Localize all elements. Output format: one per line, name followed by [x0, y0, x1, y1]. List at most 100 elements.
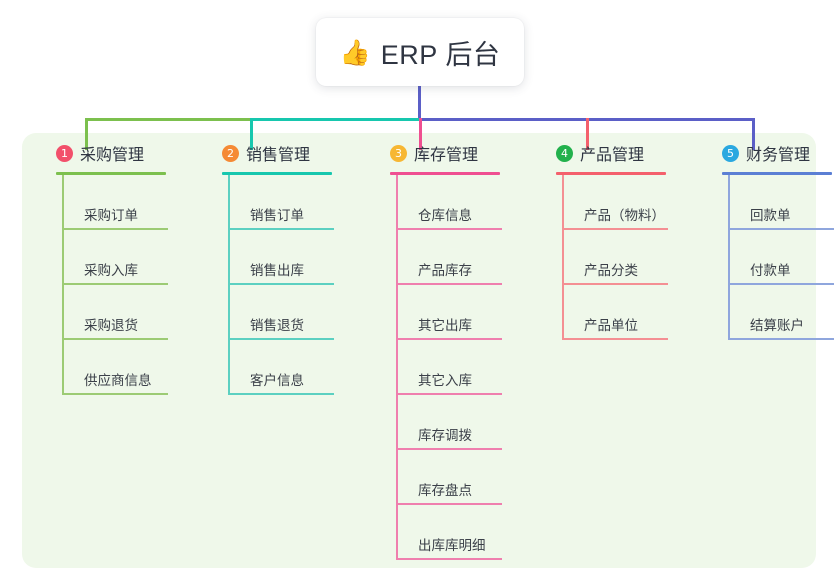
leaf-underline [396, 228, 502, 230]
branch-title: 采购管理 [80, 147, 145, 164]
leaf-underline [228, 228, 334, 230]
branch-number-badge: 1 [56, 144, 73, 162]
root-title: ERP 后台 [380, 39, 501, 70]
branch-underline [56, 172, 166, 175]
leaf-item[interactable]: 回款单 [728, 175, 839, 230]
leaf-underline [562, 338, 668, 340]
leaf-spine [562, 175, 564, 340]
leaf-item[interactable]: 采购入库 [62, 230, 198, 285]
leaf-label: 销售退货 [250, 318, 304, 333]
leaf-label: 产品（物料） [584, 208, 665, 223]
branch-number-badge: 2 [222, 144, 239, 162]
thumbs-up-icon: 👍 [339, 37, 371, 67]
leaf-label: 产品单位 [584, 318, 638, 333]
leaf-underline [728, 338, 834, 340]
leaf-item[interactable]: 销售订单 [228, 175, 364, 230]
leaf-item[interactable]: 其它出库 [396, 285, 532, 340]
leaf-underline [396, 558, 502, 560]
root-node[interactable]: 👍 ERP 后台 [316, 18, 524, 86]
leaf-label: 出库库明细 [418, 538, 486, 553]
branch-underline [556, 172, 666, 175]
leaf-underline [62, 228, 168, 230]
leaf-label: 采购退货 [84, 318, 138, 333]
leaf-item[interactable]: 仓库信息 [396, 175, 532, 230]
branch-underline [222, 172, 332, 175]
leaf-item[interactable]: 结算账户 [728, 285, 839, 340]
branch-column-5: 5 财务管理回款单付款单结算账户 [704, 140, 839, 340]
leaf-underline [62, 338, 168, 340]
leaf-underline [562, 283, 668, 285]
connector-bar-segment [250, 118, 422, 121]
leaf-label: 采购订单 [84, 208, 138, 223]
leaf-label: 付款单 [750, 263, 791, 278]
leaf-item[interactable]: 产品（物料） [562, 175, 698, 230]
branch-underline [722, 172, 832, 175]
leaf-item[interactable]: 客户信息 [228, 340, 364, 395]
leaf-list: 仓库信息产品库存其它出库其它入库库存调拨库存盘点出库库明细 [396, 175, 532, 560]
branch-column-3: 3 库存管理仓库信息产品库存其它出库其它入库库存调拨库存盘点出库库明细 [372, 140, 532, 560]
branch-title: 库存管理 [414, 147, 479, 164]
leaf-list: 销售订单销售出库销售退货客户信息 [228, 175, 364, 395]
leaf-item[interactable]: 其它入库 [396, 340, 532, 395]
leaf-underline [396, 448, 502, 450]
leaf-spine [62, 175, 64, 395]
leaf-label: 产品分类 [584, 263, 638, 278]
connector-bar-segment [85, 118, 253, 121]
leaf-item[interactable]: 库存调拨 [396, 395, 532, 450]
leaf-underline [396, 503, 502, 505]
leaf-label: 产品库存 [418, 263, 472, 278]
leaf-item[interactable]: 付款单 [728, 230, 839, 285]
branch-header[interactable]: 4 产品管理 [538, 140, 698, 166]
leaf-item[interactable]: 采购退货 [62, 285, 198, 340]
branch-header[interactable]: 5 财务管理 [704, 140, 839, 166]
leaf-label: 销售订单 [250, 208, 304, 223]
connector-drop [419, 118, 422, 150]
branch-title: 财务管理 [746, 147, 811, 164]
branch-header[interactable]: 1 采购管理 [38, 140, 198, 166]
leaf-item[interactable]: 采购订单 [62, 175, 198, 230]
connector-trunk [418, 86, 421, 121]
leaf-item[interactable]: 产品单位 [562, 285, 698, 340]
leaf-item[interactable]: 库存盘点 [396, 450, 532, 505]
leaf-item[interactable]: 产品分类 [562, 230, 698, 285]
branch-column-1: 1 采购管理采购订单采购入库采购退货供应商信息 [38, 140, 198, 395]
leaf-label: 其它入库 [418, 373, 472, 388]
branch-number-badge: 5 [722, 144, 739, 162]
connector-drop [752, 118, 755, 150]
branch-number-badge: 3 [390, 144, 407, 162]
leaf-item[interactable]: 供应商信息 [62, 340, 198, 395]
leaf-underline [228, 283, 334, 285]
leaf-label: 采购入库 [84, 263, 138, 278]
leaf-label: 其它出库 [418, 318, 472, 333]
leaf-item[interactable]: 产品库存 [396, 230, 532, 285]
leaf-list: 采购订单采购入库采购退货供应商信息 [62, 175, 198, 395]
leaf-underline [728, 228, 834, 230]
leaf-underline [62, 283, 168, 285]
leaf-underline [728, 283, 834, 285]
connector-drop [250, 118, 253, 150]
leaf-underline [396, 338, 502, 340]
branch-header[interactable]: 3 库存管理 [372, 140, 532, 166]
leaf-list: 产品（物料） 产品分类产品单位 [562, 175, 698, 340]
leaf-label: 回款单 [750, 208, 791, 223]
diagram-panel [22, 133, 816, 568]
branch-title: 产品管理 [580, 147, 645, 164]
connector-drop [85, 118, 88, 150]
leaf-label: 结算账户 [750, 318, 804, 333]
leaf-item[interactable]: 销售出库 [228, 230, 364, 285]
leaf-label: 客户信息 [250, 373, 304, 388]
leaf-underline [228, 393, 334, 395]
connector-drop [586, 118, 589, 150]
branch-number-badge: 4 [556, 144, 573, 162]
leaf-label: 销售出库 [250, 263, 304, 278]
leaf-label: 供应商信息 [84, 373, 152, 388]
leaf-label: 仓库信息 [418, 208, 472, 223]
leaf-underline [228, 338, 334, 340]
leaf-item[interactable]: 出库库明细 [396, 505, 532, 560]
branch-underline [390, 172, 500, 175]
leaf-item[interactable]: 销售退货 [228, 285, 364, 340]
leaf-underline [562, 228, 668, 230]
